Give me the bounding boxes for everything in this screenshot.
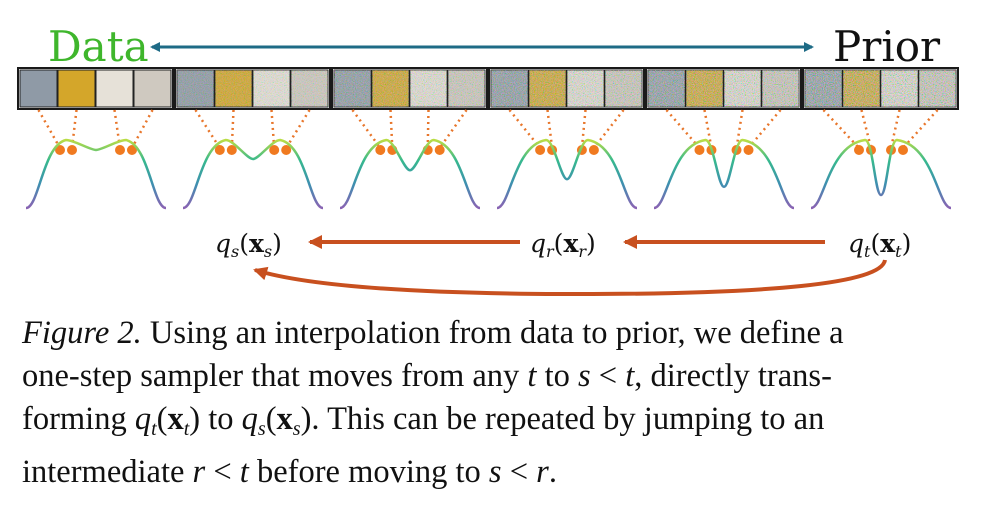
sample-marker <box>743 145 754 155</box>
dotted-links <box>37 109 939 155</box>
dotted-link <box>580 109 587 149</box>
dotted-link <box>703 109 713 149</box>
prior-label: Prior <box>833 22 941 71</box>
density-curve <box>496 138 638 210</box>
noise-overlay <box>177 70 214 107</box>
dotted-link <box>546 109 554 149</box>
noise-overlay <box>805 70 842 107</box>
noise-overlay <box>843 70 880 107</box>
noise-overlay <box>762 70 799 107</box>
caption-line-3: forming qt(xt) to qs(xs). This can be re… <box>22 401 825 440</box>
dotted-link <box>389 109 394 149</box>
dotted-link <box>735 109 744 149</box>
dotted-link <box>822 109 860 149</box>
dotted-link <box>747 109 782 149</box>
image-group-frame <box>17 67 174 110</box>
image-thumbnail <box>19 69 58 108</box>
caption-figure-label: Figure 2. <box>22 315 142 351</box>
sample-marker <box>281 145 292 155</box>
noise-overlay <box>491 70 528 107</box>
sample-marker <box>434 145 445 155</box>
sample-marker <box>898 145 908 155</box>
noise-overlay <box>215 70 252 107</box>
noise-overlay <box>448 70 485 107</box>
image-thumbnail <box>133 69 172 108</box>
density-curve <box>182 138 324 210</box>
image-group-frame <box>174 67 331 110</box>
caption-line-4: intermediate r < t before moving to s < … <box>22 454 557 490</box>
sample-marker <box>214 145 225 155</box>
dotted-link <box>860 109 873 149</box>
dotted-link <box>592 109 625 149</box>
sample-marker <box>269 145 280 155</box>
image-group-frame <box>645 67 802 110</box>
density-curve <box>25 138 167 210</box>
dotted-link <box>665 109 701 149</box>
density-curve <box>339 138 481 210</box>
noise-overlay <box>253 70 290 107</box>
density-curve <box>810 138 952 210</box>
sample-marker <box>55 145 65 155</box>
sample-marker <box>115 145 125 155</box>
dotted-link <box>426 109 430 149</box>
figure-2: Data Prior qs(xs) qr(xr) qt(xt) <box>17 22 959 297</box>
sample-marker <box>588 145 599 155</box>
sample-marker <box>127 145 137 155</box>
noise-overlay <box>291 70 328 107</box>
density-curves <box>25 138 952 210</box>
density-curve <box>653 138 795 210</box>
noise-overlay <box>334 70 371 107</box>
figure-caption: Figure 2. Using an interpolation from da… <box>22 312 972 494</box>
dotted-link <box>889 109 901 149</box>
sample-marker <box>854 145 864 155</box>
dotted-link <box>37 109 62 149</box>
noise-overlay <box>605 70 642 107</box>
noise-overlay <box>648 70 685 107</box>
noise-overlay <box>410 70 447 107</box>
caption-line-2: one-step sampler that moves from any t t… <box>22 358 832 394</box>
figure-graphic <box>17 42 959 297</box>
arrow-t-to-s-jump <box>253 259 887 297</box>
sample-marker <box>535 145 546 155</box>
dotted-link <box>285 109 311 149</box>
dotted-link <box>902 109 939 149</box>
noise-overlay <box>567 70 604 107</box>
noise-overlay <box>372 70 409 107</box>
sample-marker <box>226 145 237 155</box>
noise-overlay <box>881 70 918 107</box>
image-thumbnail <box>95 69 134 108</box>
image-group-frame <box>802 67 959 110</box>
image-group-frame <box>331 67 488 110</box>
noise-overlay <box>919 70 956 107</box>
sample-marker <box>694 145 705 155</box>
noise-overlay <box>686 70 723 107</box>
q-s-label: qs(xs) <box>215 229 282 261</box>
caption-line-1: Figure 2. Using an interpolation from da… <box>22 315 844 351</box>
image-strip <box>17 67 959 110</box>
q-r-label: qr(xr) <box>530 229 596 261</box>
dotted-link <box>508 109 542 149</box>
dotted-link <box>438 109 468 149</box>
image-group-frame <box>488 67 645 110</box>
noise-overlay <box>529 70 566 107</box>
q-t-label: qt(xt) <box>848 229 912 261</box>
sample-marker <box>67 145 77 155</box>
dotted-link <box>351 109 382 149</box>
dotted-link <box>130 109 154 149</box>
data-label: Data <box>48 22 149 71</box>
sample-marker <box>375 145 386 155</box>
dotted-link <box>194 109 221 149</box>
image-thumbnail <box>57 69 96 108</box>
noise-overlay <box>724 70 761 107</box>
